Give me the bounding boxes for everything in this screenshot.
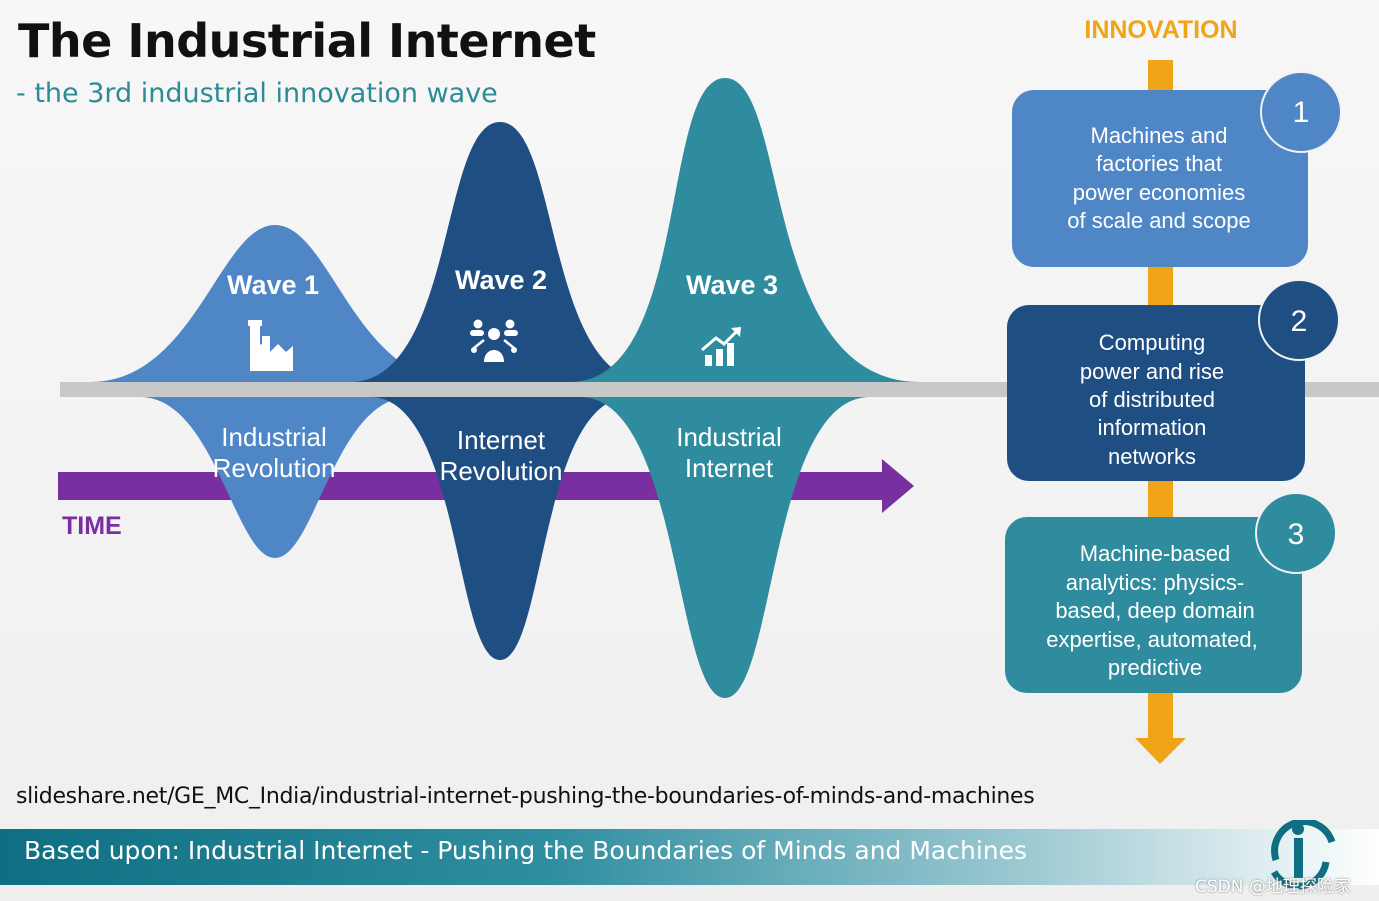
footer-banner-text: Based upon: Industrial Internet - Pushin… (24, 836, 1028, 865)
innovation-step-3-number: 3 (1288, 518, 1305, 551)
innovation-step-3-badge (1255, 492, 1337, 574)
innovation-step-3-box (1005, 517, 1302, 693)
source-url[interactable]: slideshare.net/GE_MC_India/industrial-in… (16, 784, 1035, 809)
innovation-step-3-line: Machine-based (1080, 541, 1230, 566)
wave-2-upper-shape (350, 122, 650, 382)
innovation-step-2-line: information (1098, 415, 1207, 440)
innovation-step-3-line: expertise, automated, (1046, 627, 1258, 652)
innovation-step-2-line: power and rise (1080, 359, 1224, 384)
innovation-step-2-box (1007, 305, 1305, 481)
wave-2-label-line2: Revolution (440, 456, 563, 486)
wave-3-label-line1: Industrial (676, 422, 782, 452)
ig-logo: iG (1270, 820, 1336, 890)
time-arrow-head (882, 459, 914, 513)
innovation-step-3-line: predictive (1108, 655, 1202, 680)
footer-banner (0, 829, 1379, 885)
innovation-step-1-line: power economies (1073, 180, 1245, 205)
wave-1-title: Wave 1 (227, 270, 319, 300)
innovation-step-2-line: of distributed (1089, 387, 1215, 412)
innovation-step-3-line: based, deep domain (1055, 598, 1254, 623)
page-subtitle: - the 3rd industrial innovation wave (16, 78, 498, 109)
wave-2-lower-shape (370, 397, 630, 660)
innovation-step-2-line: networks (1108, 444, 1196, 469)
innovation-label: INNOVATION (1084, 16, 1237, 44)
innovation-step-1-line: factories that (1096, 151, 1222, 176)
wave-3-label-line2: Internet (685, 453, 774, 483)
innovation-step-1-line: Machines and (1091, 123, 1228, 148)
innovation-step-1-line: of scale and scope (1067, 208, 1250, 233)
growth-chart-icon (701, 327, 741, 366)
innovation-step-1-box (1012, 90, 1308, 267)
factory-icon (248, 320, 293, 371)
innovation-step-2-number: 2 (1291, 305, 1308, 338)
innovation-step-2-line: Computing (1099, 330, 1205, 355)
wave-1-label-line1: Industrial (221, 422, 327, 452)
innovation-step-1-badge (1260, 71, 1342, 153)
innovation-step-2-badge (1258, 279, 1340, 361)
wave-3-title: Wave 3 (686, 270, 778, 300)
time-label: TIME (62, 512, 122, 540)
people-network-icon (470, 319, 518, 362)
wave-1-upper-shape (90, 225, 460, 382)
innovation-arrow-head (1135, 738, 1186, 764)
innovation-step-1-number: 1 (1293, 96, 1310, 129)
innovation-step-3-line: analytics: physics- (1066, 570, 1245, 595)
wave-2-title: Wave 2 (455, 265, 547, 295)
wave-1-lower-shape (140, 397, 410, 558)
wave-2-label-line1: Internet (457, 425, 546, 455)
wave-1-label-line2: Revolution (213, 453, 336, 483)
page-title: The Industrial Internet (18, 14, 596, 68)
watermark: CSDN @地理探险家 (1195, 877, 1351, 897)
wave-3-upper-shape (570, 78, 920, 382)
wave-3-lower-shape (580, 397, 870, 698)
